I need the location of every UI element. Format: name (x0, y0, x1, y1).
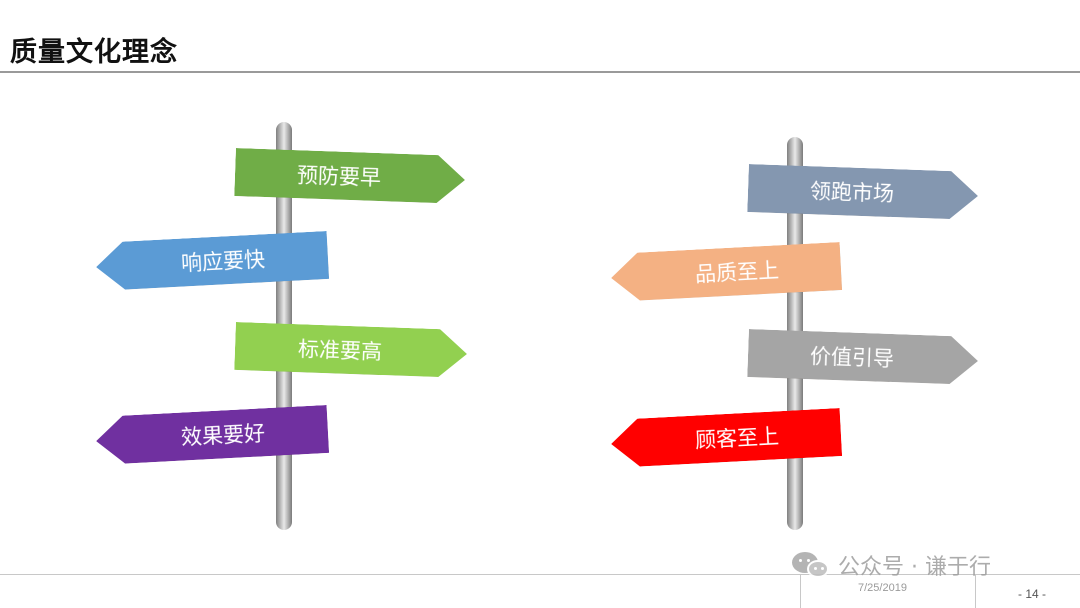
footer-separator (800, 575, 801, 608)
sign-label: 价值引导 (809, 344, 895, 372)
sign-lead-market: 领跑市场 (747, 164, 979, 220)
sign-label: 顾客至上 (694, 424, 780, 453)
sign-label: 品质至上 (694, 258, 780, 287)
sign-customer-first: 顾客至上 (610, 408, 842, 468)
sign-value-guidance: 价值引导 (747, 329, 979, 385)
sign-standard: 标准要高 (234, 322, 468, 378)
page-number: - 14 - (1018, 587, 1047, 601)
page-title: 质量文化理念 (10, 37, 178, 68)
sign-label: 效果要好 (180, 421, 266, 450)
sign-label: 响应要快 (180, 247, 266, 276)
sign-label: 标准要高 (297, 337, 383, 365)
sign-label: 领跑市场 (809, 179, 895, 207)
watermark-text: 公众号 · 谦于行 (838, 555, 991, 580)
footer-separator (975, 575, 976, 608)
sign-response: 响应要快 (95, 231, 329, 291)
sign-label: 预防要早 (296, 163, 382, 191)
footer-divider (0, 574, 1080, 575)
sign-quality-first: 品质至上 (610, 242, 842, 302)
footer-date: 7/25/2019 (858, 582, 907, 594)
title-divider (0, 71, 1080, 73)
watermark: 公众号 · 谦于行 (792, 549, 991, 581)
wechat-icon (792, 550, 830, 580)
sign-prevention: 预防要早 (234, 148, 466, 204)
sign-result: 效果要好 (95, 405, 329, 465)
